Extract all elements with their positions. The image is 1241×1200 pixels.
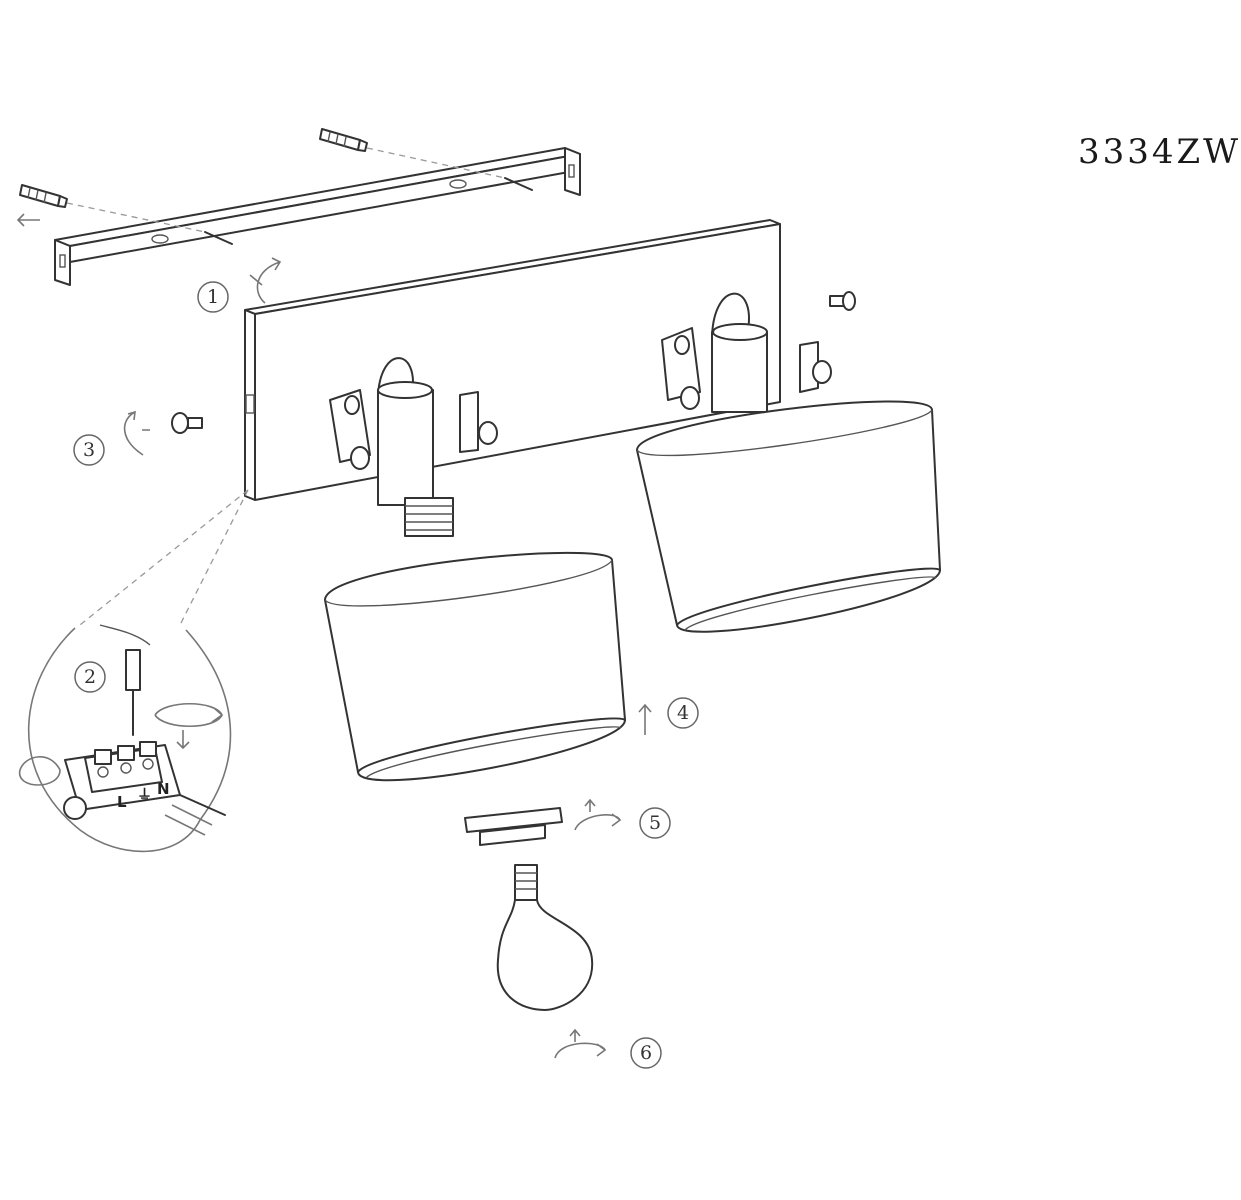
model-code: 3334ZW — [1078, 132, 1241, 172]
step-number: 2 — [84, 666, 96, 688]
step-badge-6: 6 — [630, 1037, 662, 1069]
step-badge-3: 3 — [73, 434, 105, 466]
step-number: 4 — [677, 702, 689, 724]
lamp-shade-left — [324, 551, 626, 782]
bulb-icon — [496, 864, 594, 1011]
spotlight-left — [329, 357, 498, 537]
rotate-arrow-icon — [574, 798, 622, 831]
screw-icon — [504, 177, 533, 191]
step-badge-4: 4 — [667, 697, 699, 729]
rotate-arrow-icon — [249, 257, 282, 304]
direction-arrow-icon — [176, 730, 190, 750]
shade-ring — [464, 807, 563, 846]
screw-icon — [171, 412, 203, 434]
assembly-diagram: L ⏚ N 1 2 3 4 5 6 — [16, 128, 941, 1069]
screw-icon — [204, 231, 233, 245]
spotlight-right — [661, 292, 832, 413]
rotate-arrow-icon — [154, 702, 224, 728]
lamp-shade-right — [636, 400, 941, 633]
direction-arrow-icon — [16, 213, 40, 227]
mounting-bracket — [54, 147, 581, 286]
step-number: 3 — [83, 439, 95, 461]
step-badge-1: 1 — [197, 281, 229, 313]
step-number: 5 — [649, 812, 661, 834]
direction-arrow-icon — [638, 703, 652, 735]
terminal-block-icon — [19, 741, 181, 820]
terminal-label-neutral: N — [157, 780, 170, 798]
step-badge-2: 2 — [74, 661, 106, 693]
rotate-arrow-icon — [123, 410, 150, 456]
rotate-arrow-icon — [554, 1028, 607, 1059]
screw-icon — [829, 291, 856, 311]
terminal-label-earth: ⏚ — [137, 786, 152, 804]
screwdriver-icon — [99, 624, 151, 736]
terminal-label-live: L — [117, 793, 127, 811]
wall-plug-icon — [19, 184, 68, 208]
wall-plug-icon — [319, 128, 368, 152]
step-badge-5: 5 — [639, 807, 671, 839]
step-number: 1 — [207, 286, 219, 308]
step-number: 6 — [640, 1042, 652, 1064]
wiring-detail — [19, 624, 232, 853]
